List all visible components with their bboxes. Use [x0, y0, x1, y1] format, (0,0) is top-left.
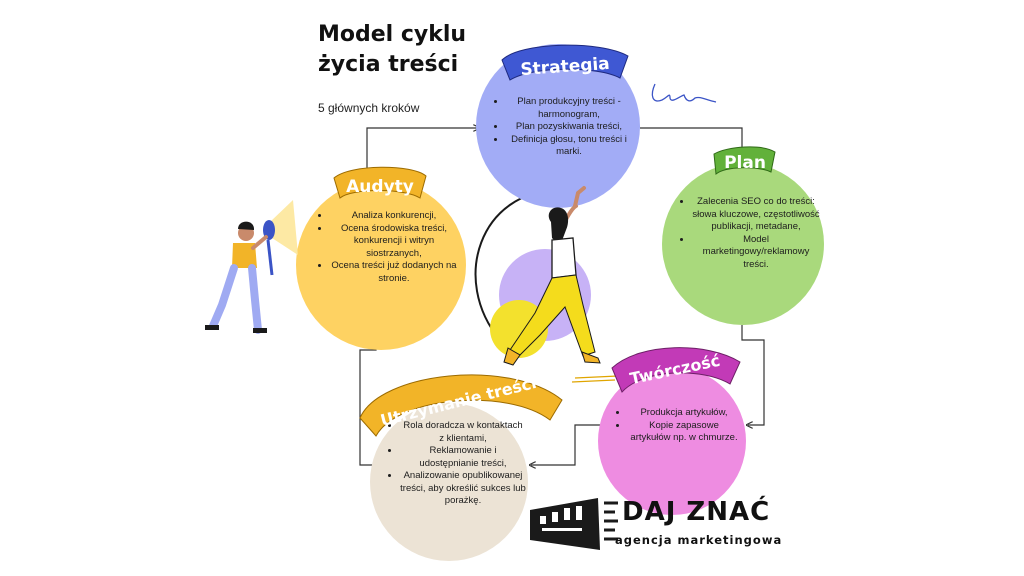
title-line-1: Model cyklu [318, 22, 467, 47]
label-audyty: Audyty [346, 177, 414, 197]
arrow-audyty-to-strategia [366, 128, 478, 182]
strategia-list: Plan produkcyjny treści - harmonogram, P… [494, 96, 632, 159]
list-item: Model marketingowy/reklamowy treści. [692, 234, 820, 272]
list-item: Zalecenia SEO co do treści: słowa kluczo… [692, 196, 820, 234]
stage-utrzymanie: Rola doradcza w kontaktach z klientami, … [370, 403, 528, 561]
logo-tagline: agencja marketingowa [615, 533, 783, 547]
ground-marks [571, 375, 619, 383]
list-item: Definicja głosu, tonu treści i marki. [506, 134, 632, 159]
logo-name: DAJ ZNAĆ [622, 497, 771, 527]
tworczosc-list: Produkcja artykułów, Kopie zapasowe arty… [616, 407, 740, 445]
list-item: Plan produkcyjny treści - harmonogram, [506, 96, 632, 121]
stage-audyty: Analiza konkurencji, Ocena środowiska tr… [296, 180, 466, 350]
list-item: Rola doradcza w kontaktach z klientami, [400, 420, 526, 445]
list-item: Ocena treści już dodanych na stronie. [330, 260, 458, 285]
banner-audyty: Audyty [333, 166, 427, 199]
list-item: Reklamowanie i udostępnianie treści, [400, 445, 526, 470]
stage-plan: Zalecenia SEO co do treści: słowa kluczo… [662, 163, 824, 325]
list-item: Analizowanie opublikowanej treści, aby o… [400, 470, 526, 508]
banner-strategia: Strategia [501, 44, 629, 81]
woman-illustration [503, 186, 601, 366]
daj-znac-logo-mark [530, 498, 618, 550]
list-item: Plan pozyskiwania treści, [506, 121, 632, 134]
list-item: Analiza konkurencji, [330, 210, 458, 223]
banner-utrzymanie: Utrzymanie treści [359, 373, 563, 437]
label-plan: Plan [724, 153, 766, 173]
list-item: Produkcja artykułów, [628, 407, 740, 420]
list-item: Kopie zapasowe artykułów np. w chmurze. [628, 420, 740, 445]
list-item: Ocena środowiska treści, konkurencji i w… [330, 223, 458, 261]
arrow-plan-to-tworczosc [741, 325, 765, 425]
audyty-list: Analiza konkurencji, Ocena środowiska tr… [318, 210, 458, 285]
utrzymanie-list: Rola doradcza w kontaktach z klientami, … [388, 420, 526, 508]
plan-list: Zalecenia SEO co do treści: słowa kluczo… [680, 196, 820, 271]
scribble-decoration [651, 83, 717, 103]
diagram-title: Model cyklu życia treści [318, 20, 518, 80]
banner-plan: Plan [713, 146, 776, 175]
man-with-magnifier-illustration [205, 200, 298, 334]
arrow-tworczosc-to-utrzymanie [531, 424, 600, 465]
diagram-subtitle: 5 głównych kroków [318, 101, 420, 115]
banner-tworczosc: Twórczość [611, 347, 741, 393]
title-line-2: życia treści [318, 52, 459, 77]
